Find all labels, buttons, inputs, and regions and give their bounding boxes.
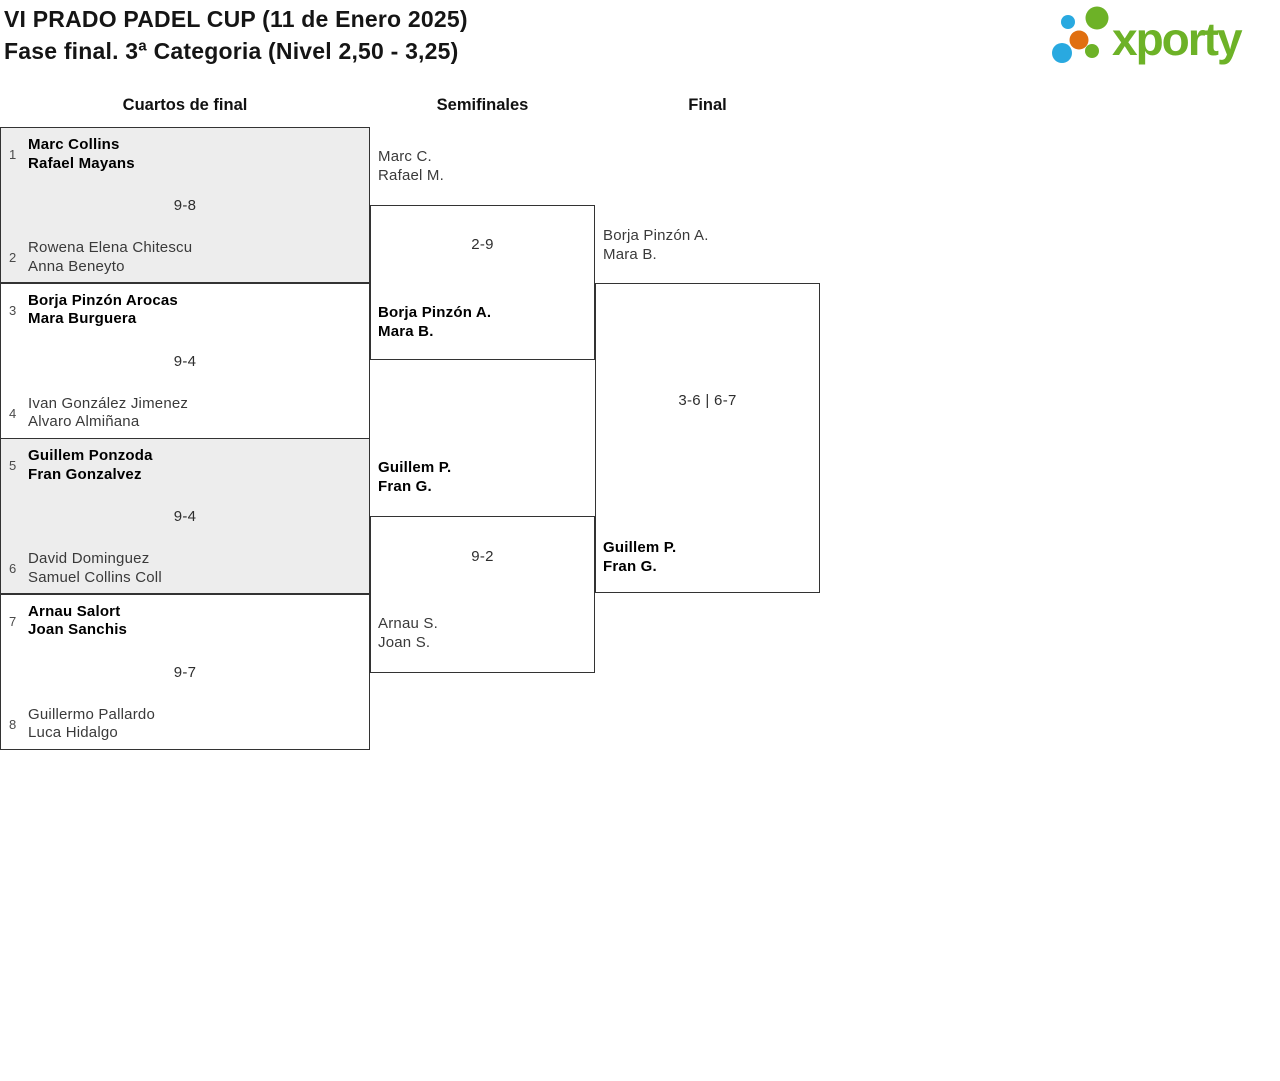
player-name: Guillem P. xyxy=(378,459,452,476)
team-names: Guillermo Pallardo Luca Hidalgo xyxy=(24,706,155,743)
player-name: Rafael M. xyxy=(378,166,444,184)
match-score: 9-7 xyxy=(173,663,197,681)
player-name: Guillermo Pallardo xyxy=(28,705,155,723)
team-names: Arnau Salort Joan Sanchis xyxy=(24,603,127,640)
match-score: 9-4 xyxy=(173,352,197,370)
player-name: Fran G. xyxy=(603,557,657,575)
team-row: 6 David Dominguez Samuel Collins Coll xyxy=(9,550,162,587)
player-name: Joan Sanchis xyxy=(28,621,128,638)
match-score: 3-6 | 6-7 xyxy=(678,392,737,409)
team-names: Guillem Ponzoda Fran Gonzalvez xyxy=(24,447,153,484)
match-score: 9-2 xyxy=(471,548,494,565)
player-name: Fran G. xyxy=(378,477,432,495)
player-name: Guillem Ponzoda xyxy=(28,447,153,464)
player-name: Marc C. xyxy=(378,148,432,165)
player-name: Mara B. xyxy=(603,245,657,263)
team-row: 5 Guillem Ponzoda Fran Gonzalvez xyxy=(9,447,153,484)
seed-number: 3 xyxy=(9,302,17,318)
final-team-top: Borja Pinzón A. Mara B. xyxy=(603,227,709,264)
player-name: Rowena Elena Chitescu xyxy=(28,239,193,256)
player-name: Mara B. xyxy=(378,322,434,340)
team-names: Borja Pinzón Arocas Mara Burguera xyxy=(24,292,178,329)
player-name: Ivan González Jimenez xyxy=(28,394,189,412)
team-row: 1 Marc Collins Rafael Mayans xyxy=(9,136,135,173)
seed-number: 2 xyxy=(9,250,17,265)
quarterfinal-match-2[interactable]: 3 Borja Pinzón Arocas Mara Burguera 9-4 … xyxy=(0,282,370,439)
column-header-quarterfinals: Cuartos de final xyxy=(122,96,248,114)
seed-number: 4 xyxy=(9,405,17,421)
team-row: 3 Borja Pinzón Arocas Mara Burguera xyxy=(9,292,178,329)
column-header-semifinals: Semifinales xyxy=(436,96,529,114)
team-names: Ivan González Jimenez Alvaro Almiñana xyxy=(24,395,188,432)
player-name: Borja Pinzón Arocas xyxy=(28,291,178,309)
team-row: 7 Arnau Salort Joan Sanchis xyxy=(9,603,127,640)
player-name: Joan S. xyxy=(378,633,431,651)
player-name: Rafael Mayans xyxy=(28,154,135,172)
seed-number: 5 xyxy=(9,458,17,473)
seed-number: 8 xyxy=(9,716,17,732)
seed-number: 7 xyxy=(9,613,17,629)
player-name: Samuel Collins Coll xyxy=(28,568,162,586)
seed-number: 6 xyxy=(9,561,17,576)
page-subtitle: Fase final. 3ª Categoria (Nivel 2,50 - 3… xyxy=(4,38,459,64)
semifinal1-team-bottom: Borja Pinzón A. Mara B. xyxy=(378,304,491,341)
semifinal-match-2[interactable] xyxy=(370,516,595,673)
final-match[interactable] xyxy=(595,283,820,593)
quarterfinal-match-1[interactable]: 1 Marc Collins Rafael Mayans 9-8 2 Rowen… xyxy=(0,127,370,283)
player-name: Luca Hidalgo xyxy=(28,724,118,741)
column-header-final: Final xyxy=(688,96,727,114)
quarterfinal-match-3[interactable]: 5 Guillem Ponzoda Fran Gonzalvez 9-4 6 D… xyxy=(0,438,370,594)
semifinal1-team-top: Marc C. Rafael M. xyxy=(378,148,444,185)
match-score: 9-4 xyxy=(173,508,197,525)
player-name: Arnau Salort xyxy=(28,602,121,620)
player-name: Mara Burguera xyxy=(28,310,137,327)
team-names: Rowena Elena Chitescu Anna Beneyto xyxy=(24,239,192,276)
player-name: Guillem P. xyxy=(603,539,677,556)
player-name: Arnau S. xyxy=(378,615,438,632)
seed-number: 1 xyxy=(9,147,17,162)
xporty-logo[interactable]: xporty xyxy=(1048,6,1272,68)
xporty-dots-icon xyxy=(1052,6,1109,63)
team-names: David Dominguez Samuel Collins Coll xyxy=(24,550,162,587)
player-name: David Dominguez xyxy=(28,550,150,567)
xporty-logo-text: xporty xyxy=(1112,13,1243,65)
player-name: Anna Beneyto xyxy=(28,257,125,275)
team-row: 2 Rowena Elena Chitescu Anna Beneyto xyxy=(9,239,192,276)
semifinal-match-1[interactable] xyxy=(370,205,595,360)
team-row: 4 Ivan González Jimenez Alvaro Almiñana xyxy=(9,395,188,432)
quarterfinal-match-4[interactable]: 7 Arnau Salort Joan Sanchis 9-7 8 Guille… xyxy=(0,593,370,750)
semifinal2-team-top: Guillem P. Fran G. xyxy=(378,459,451,496)
team-row: 8 Guillermo Pallardo Luca Hidalgo xyxy=(9,706,155,743)
player-name: Borja Pinzón A. xyxy=(378,304,492,321)
player-name: Alvaro Almiñana xyxy=(28,413,140,430)
semifinal2-team-bottom: Arnau S. Joan S. xyxy=(378,615,438,652)
player-name: Borja Pinzón A. xyxy=(603,227,709,244)
final-team-bottom: Guillem P. Fran G. xyxy=(603,539,676,576)
player-name: Fran Gonzalvez xyxy=(28,465,142,483)
match-score: 9-8 xyxy=(173,197,197,214)
match-score: 2-9 xyxy=(471,236,494,253)
page-title: VI PRADO PADEL CUP (11 de Enero 2025) xyxy=(4,6,468,32)
player-name: Marc Collins xyxy=(28,136,120,153)
team-names: Marc Collins Rafael Mayans xyxy=(24,136,135,173)
